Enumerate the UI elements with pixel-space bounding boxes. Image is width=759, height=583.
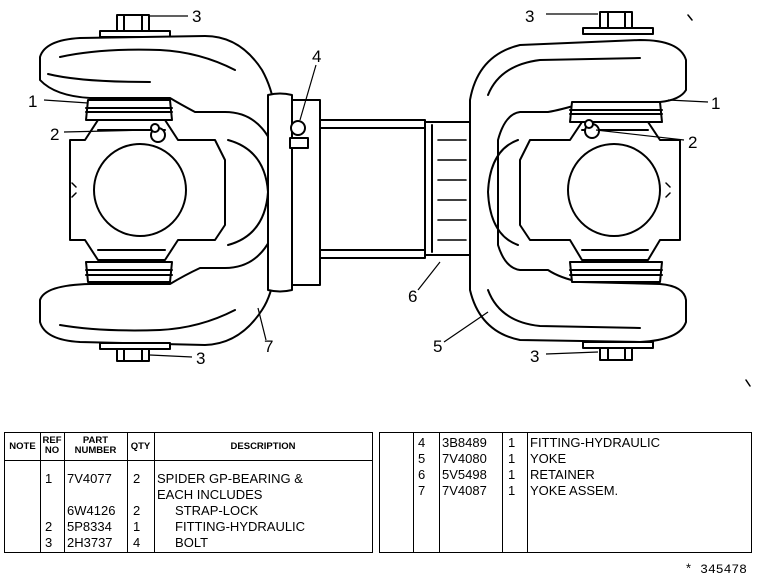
header-ref: REF — [42, 435, 62, 446]
row-part: 5V5498 — [442, 467, 487, 482]
row-desc: SPIDER GP-BEARING & — [157, 471, 303, 486]
callout-1-left: 1 — [28, 92, 37, 111]
header-description: DESCRIPTION — [230, 441, 296, 452]
row-part: 7V4077 — [67, 471, 112, 486]
row-part: 5P8334 — [67, 519, 112, 534]
row-ref: 4 — [418, 435, 426, 450]
row-desc: STRAP-LOCK — [157, 503, 259, 518]
leader-lines — [43, 13, 709, 358]
callout-6: 6 — [408, 287, 417, 306]
row-part: 6W4126 — [67, 503, 116, 518]
callout-4: 4 — [312, 47, 321, 66]
row-desc: EACH INCLUDES — [157, 487, 263, 502]
left-yoke — [39, 14, 426, 362]
row-part: 3B8489 — [442, 435, 487, 450]
row-ref: 6 — [418, 467, 426, 482]
row-ref: 7 — [418, 483, 426, 498]
row-desc: RETAINER — [530, 467, 595, 482]
row-qty: 1 — [508, 435, 516, 450]
header-number: NUMBER — [74, 445, 117, 456]
parts-table-right: 4 3B8489 1 FITTING-HYDRAULIC 5 7V4080 1 … — [379, 432, 752, 553]
row-desc: YOKE ASSEM. — [530, 483, 619, 498]
row-desc: YOKE — [530, 451, 567, 466]
callout-3-bottom-right: 3 — [530, 347, 539, 366]
callout-2-right: 2 — [688, 133, 697, 152]
row-qty: 2 — [133, 471, 141, 486]
row-part: 7V4080 — [442, 451, 487, 466]
row-desc: FITTING-HYDRAULIC — [157, 519, 306, 534]
header-qty: QTY — [130, 441, 151, 452]
header-no: NO — [44, 445, 60, 456]
row-qty: 1 — [508, 467, 516, 482]
row-ref: 1 — [45, 471, 53, 486]
row-qty: 4 — [133, 535, 141, 550]
row-part: 7V4087 — [442, 483, 487, 498]
callout-1-right: 1 — [711, 94, 720, 113]
row-desc: BOLT — [157, 535, 209, 550]
row-part: 2H3737 — [67, 535, 113, 550]
row-ref: 3 — [45, 535, 53, 550]
row-qty: 2 — [133, 503, 141, 518]
universal-joint-drawing: 3 3 1 1 2 2 4 6 5 7 3 3 — [28, 7, 751, 387]
header-note: NOTE — [9, 441, 36, 452]
illustration-number: * 345478 — [684, 562, 747, 577]
row-ref: 2 — [45, 519, 53, 534]
right-yoke — [424, 11, 687, 361]
row-desc: FITTING-HYDRAULIC — [530, 435, 660, 450]
callout-5: 5 — [433, 337, 442, 356]
callout-7: 7 — [264, 337, 273, 356]
row-qty: 1 — [508, 451, 516, 466]
callout-2-left: 2 — [50, 125, 59, 144]
callout-3-top-left: 3 — [192, 7, 201, 26]
row-qty: 1 — [508, 483, 516, 498]
callout-3-bottom-left: 3 — [196, 349, 205, 368]
row-ref: 5 — [418, 451, 426, 466]
parts-table-left: NOTE REF NO PART NUMBER QTY DESCRIPTION … — [4, 432, 373, 553]
callout-3-top-right: 3 — [525, 7, 534, 26]
callout-labels: 3 3 1 1 2 2 4 6 5 7 3 3 — [28, 7, 720, 368]
row-qty: 1 — [133, 519, 141, 534]
header-part: PART — [82, 435, 109, 446]
